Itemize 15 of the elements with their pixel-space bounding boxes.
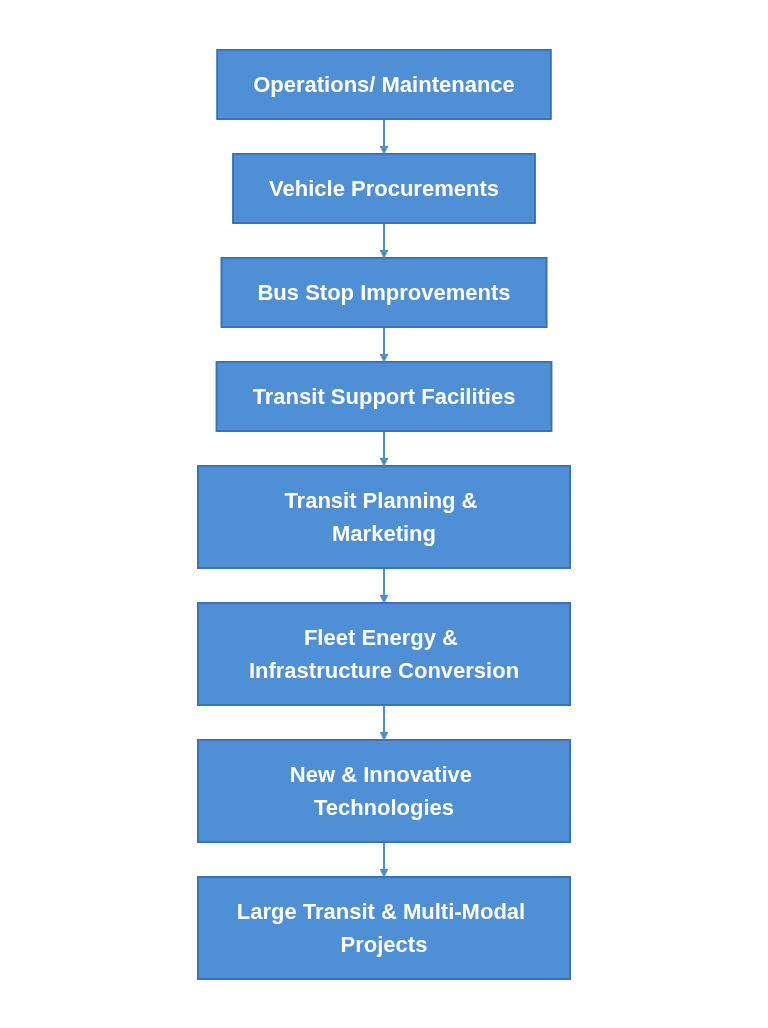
node-box: Fleet Energy & Infrastructure Conversion	[197, 601, 571, 706]
arrow	[379, 566, 389, 603]
arrow	[379, 840, 389, 877]
node-box: Transit Support Facilities	[215, 360, 553, 432]
arrow	[379, 703, 389, 740]
node-box: Bus Stop Improvements	[220, 256, 548, 328]
arrow	[379, 325, 389, 362]
arrow	[379, 117, 389, 154]
node-box: Large Transit & Multi-Modal Projects	[197, 875, 571, 980]
node-box: Vehicle Procurements	[232, 152, 536, 224]
arrow	[379, 221, 389, 258]
arrow	[379, 429, 389, 466]
node-box: Transit Planning & Marketing	[197, 464, 571, 569]
node-box: Operations/ Maintenance	[216, 48, 552, 120]
node-box: New & Innovative Technologies	[197, 738, 571, 843]
